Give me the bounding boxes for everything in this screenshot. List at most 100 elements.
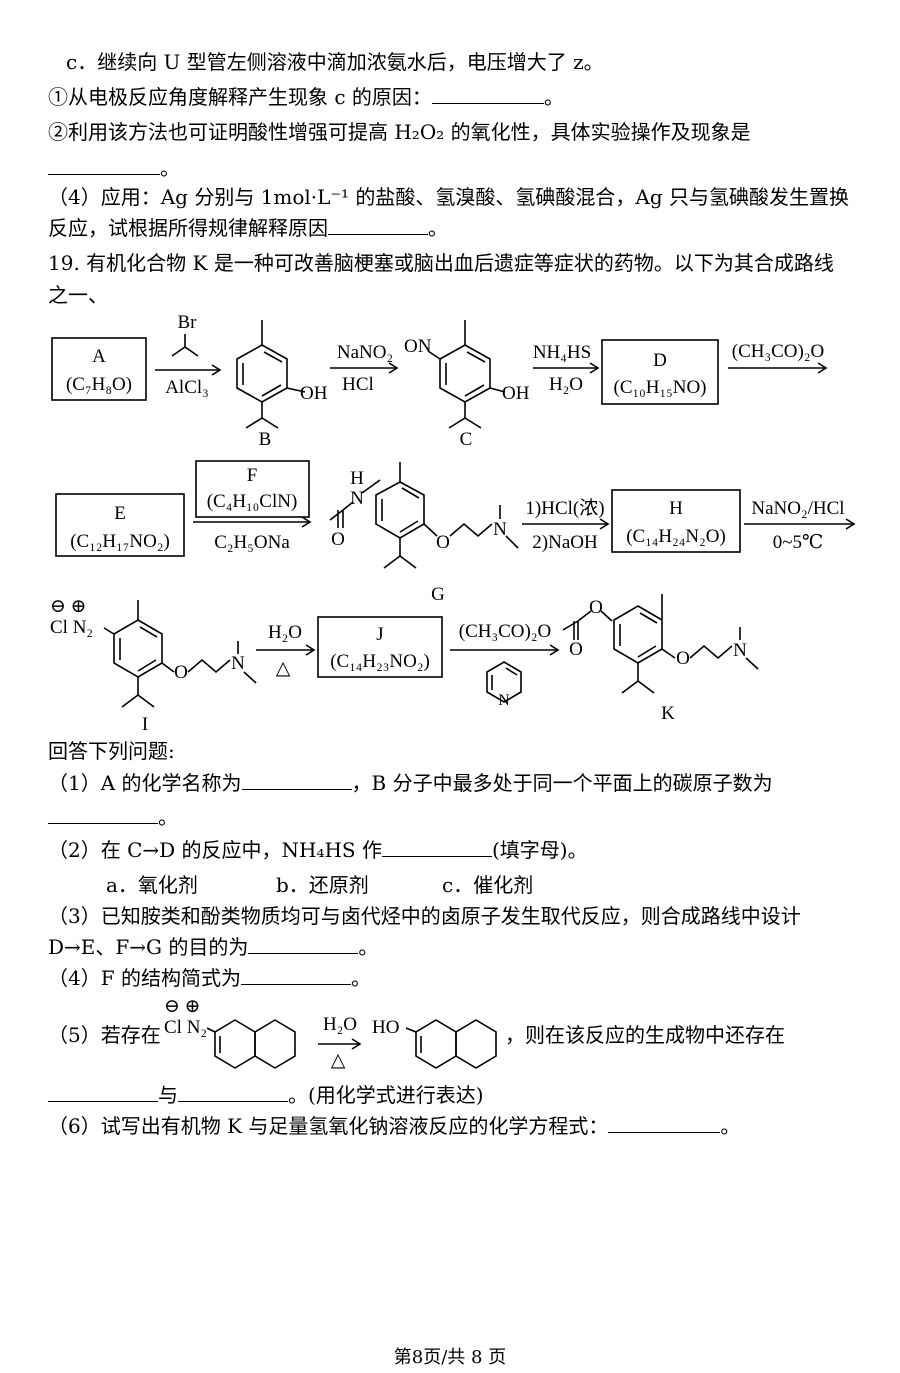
compound-a-formula: (C₇H₈O) — [66, 374, 132, 395]
reagent-1-top: Br — [178, 312, 198, 333]
p2b-text: (填字母)。 — [492, 838, 588, 862]
compound-i-o: O — [174, 662, 188, 683]
compound-g-h: H — [350, 468, 364, 489]
c-observation-line: c．继续向 U 型管左侧溶液中滴加浓氨水后，电压增大了 z。 — [66, 50, 604, 74]
answer-blank-p6[interactable] — [608, 1114, 721, 1133]
p3-end: 。 — [358, 935, 379, 959]
compound-i-cln2: Cl N₂ — [50, 617, 93, 638]
question-p1-answer-line: 。 — [48, 804, 178, 830]
q4b-text: 反应，试根据所得规律解释原因 — [48, 216, 328, 240]
reagent-1-bottom: AlCl₃ — [165, 377, 209, 398]
reagent-8-bottom: △ — [276, 658, 291, 679]
question-1-line: ①从电极反应角度解释产生现象 c 的原因： 。 — [48, 84, 564, 110]
reagent-8-top: H₂O — [268, 622, 302, 643]
answer-blank-p4[interactable] — [240, 966, 351, 985]
answer-blank-4[interactable] — [328, 216, 428, 235]
answer-blank-p2[interactable] — [382, 838, 492, 857]
compound-h-formula: (C₁₄H₂₄N₂O) — [626, 526, 726, 547]
q5-reagent-top: H₂O — [323, 1014, 357, 1035]
p4-text: （4）F 的结构简式为 — [48, 966, 241, 990]
compound-c-oh: OH — [502, 383, 530, 404]
option-a[interactable]: a．氧化剂 — [106, 873, 198, 897]
option-b[interactable]: b．还原剂 — [276, 873, 369, 897]
question-19-line-a: 19. 有机化合物 K 是一种可改善脑梗塞或脑出血后遗症等症状的药物。以下为其合… — [48, 251, 834, 275]
question-p6-line: （6）试写出有机物 K 与足量氢氧化钠溶液反应的化学方程式：。 — [48, 1113, 740, 1139]
compound-i-n: N — [231, 653, 245, 674]
question-4-line-b: 反应，试根据所得规律解释原因 。 — [48, 215, 448, 241]
compound-c-label: C — [460, 429, 473, 450]
reagent-9-top: (CH₃CO)₂O — [459, 621, 551, 642]
question-p3-line-b: D→E、F→G 的目的为 。 — [48, 934, 378, 960]
compound-k-carbonyl-o: O — [569, 639, 583, 660]
p4-end: 。 — [350, 966, 371, 990]
reagent-2-top: NaNO₂ — [337, 342, 393, 363]
reagent-4-top: (CH₃CO)₂O — [732, 341, 824, 362]
p2a-text: （2）在 C→D 的反应中，NH₄HS 作 — [48, 838, 382, 862]
q5-reactant-charges: ⊖ ⊕ — [164, 996, 201, 1017]
q5-reagent-bottom: △ — [331, 1050, 346, 1071]
question-p2-line: （2）在 C→D 的反应中，NH₄HS 作 (填字母)。 — [48, 837, 588, 863]
q5-product-ring-2 — [455, 1019, 497, 1069]
p5c-text: 与 — [158, 1083, 178, 1107]
reagent-3-top: NH₄HS — [533, 342, 591, 363]
compound-g-o: O — [331, 529, 345, 550]
compound-g-n: N — [350, 488, 364, 509]
question-p5-suffix: ，则在该反应的生成物中还存在 — [505, 1023, 785, 1047]
compound-c-on: ON — [404, 336, 432, 357]
compound-j-box — [317, 616, 443, 678]
pyridine-n: N — [498, 692, 510, 709]
answer-blank-p1b[interactable] — [48, 805, 158, 824]
isopropyl-bromide-skeleton — [171, 346, 199, 357]
p5d-text: 。(用化学式进行表达) — [288, 1083, 484, 1107]
compound-k-ester-o: O — [589, 597, 603, 618]
compound-i-label: I — [142, 714, 148, 735]
compound-g-amine-n: N — [493, 519, 507, 540]
compound-k-n: N — [733, 640, 747, 661]
page-footer: 第8页/共 8 页 — [393, 1347, 507, 1368]
p1a-text: （1）A 的化学名称为 — [48, 771, 242, 795]
compound-e-label: E — [114, 503, 126, 524]
compound-j-label: J — [376, 624, 383, 645]
compound-h-box — [611, 489, 741, 553]
reagent-2-bottom: HCl — [342, 374, 374, 395]
compound-k-label: K — [661, 703, 675, 724]
answer-blank-p1a[interactable] — [241, 771, 352, 790]
q5-reactant-cln2: Cl N₂ — [164, 1017, 207, 1038]
q4b-end: 。 — [428, 216, 448, 240]
option-c[interactable]: c．催化剂 — [442, 873, 534, 897]
q5-reactant-ring-2 — [254, 1019, 296, 1069]
answer-blank-2[interactable] — [48, 156, 160, 175]
question-1-text: ①从电极反应角度解释产生现象 c 的原因： — [48, 85, 432, 109]
answer-blank-p3[interactable] — [248, 935, 359, 954]
reagent-3-bottom: H₂O — [549, 374, 583, 395]
compound-e-formula: (C₁₂H₁₇NO₂) — [70, 531, 170, 552]
q5-reactant-ring-1 — [214, 1019, 256, 1069]
reagent-6-top: 1)HCl(浓) — [525, 497, 604, 519]
compound-k-ether-o: O — [676, 648, 690, 669]
answer-blank-p5b[interactable] — [178, 1083, 288, 1102]
p6-end: 。 — [720, 1114, 741, 1138]
reagent-7-top: NaNO₂/HCl — [751, 498, 844, 519]
reagent-5-bottom: C₂H₅ONa — [214, 532, 290, 553]
compound-i-ring — [113, 619, 163, 678]
compound-f-label: F — [247, 465, 258, 486]
question-19-line-b: 之一、 — [48, 283, 108, 307]
compound-b-label: B — [259, 429, 272, 450]
answer-blank-p5a[interactable] — [48, 1083, 158, 1102]
p3b-text: D→E、F→G 的目的为 — [48, 935, 249, 959]
p1b-text: ，B 分子中最多处于同一个平面上的碳原子数为 — [351, 771, 773, 795]
compound-a-label: A — [92, 346, 106, 367]
questions-intro: 回答下列问题: — [48, 739, 175, 763]
question-2-line: ②利用该方法也可证明酸性增强可提高 H₂O₂ 的氧化性，具体实验操作及现象是 — [48, 120, 751, 144]
question-2-answer-line: 。 — [48, 155, 180, 181]
reagent-7-bottom: 0~5℃ — [773, 532, 824, 553]
question-p4-line: （4）F 的结构简式为 。 — [48, 965, 371, 991]
q5-product-ring-1 — [415, 1019, 457, 1069]
compound-j-formula: (C₁₄H₂₃NO₂) — [330, 651, 430, 672]
q1-end: 。 — [543, 85, 564, 109]
q5-product-ho: HO — [372, 1017, 399, 1038]
answer-blank-1[interactable] — [431, 85, 544, 104]
compound-e-box — [55, 493, 185, 557]
compound-k-ring — [613, 605, 663, 664]
